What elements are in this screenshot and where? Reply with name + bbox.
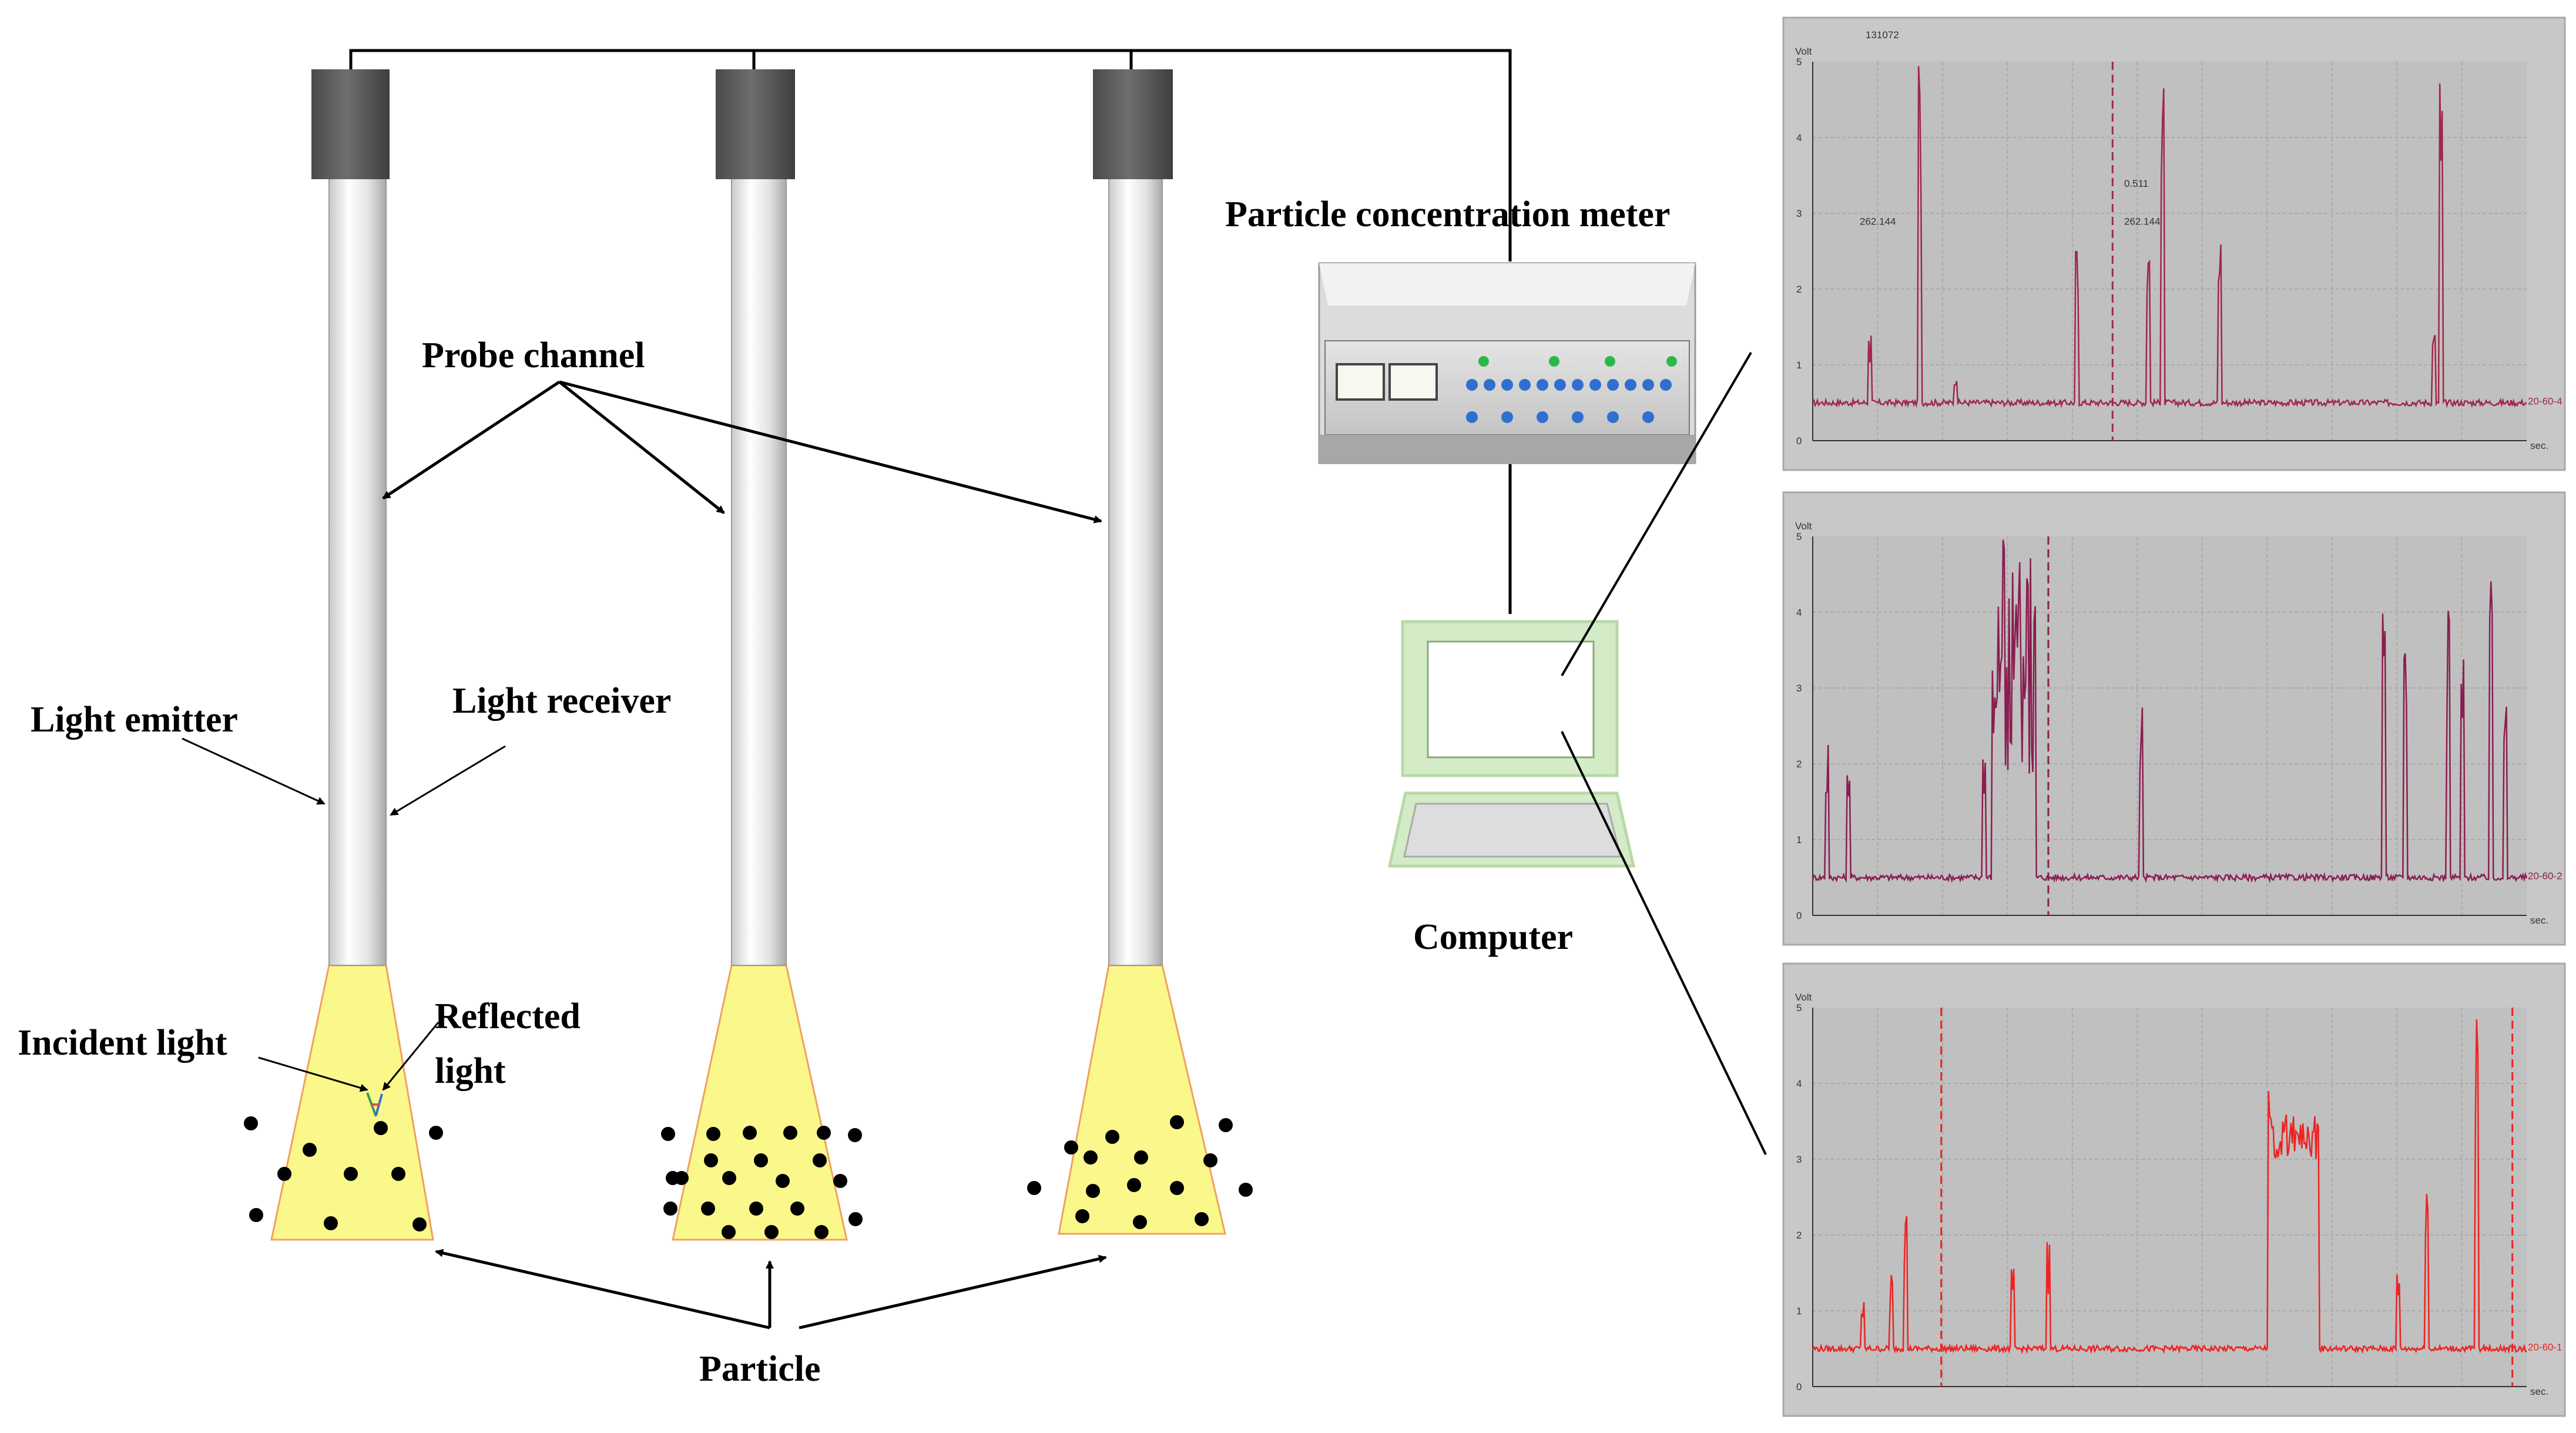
probe-3 bbox=[1058, 69, 1226, 1235]
y-tick-label: 5 bbox=[1796, 56, 1802, 68]
probe-1-tube bbox=[328, 176, 387, 966]
y-tick-label: 2 bbox=[1796, 1230, 1802, 1241]
y-tick-label: 1 bbox=[1796, 360, 1802, 371]
channel-label: 20-60-1 bbox=[2528, 1342, 2562, 1353]
computer-icon bbox=[1387, 620, 1636, 868]
particle-label: Particle bbox=[699, 1349, 821, 1389]
y-tick-label: 0 bbox=[1796, 1381, 1802, 1392]
probe-2-tube bbox=[731, 176, 787, 966]
y-tick-label: 1 bbox=[1796, 1306, 1802, 1317]
probe-2-beam bbox=[672, 964, 848, 1241]
y-tick-label: 0 bbox=[1796, 910, 1802, 921]
light-rays bbox=[366, 1092, 383, 1117]
panel-annotation: 262.144 bbox=[1860, 216, 1896, 227]
pointer-arrows bbox=[382, 380, 1107, 1330]
reflected-light-label-2: light bbox=[435, 1051, 506, 1091]
text-labels: Probe channel Light emitter Light receiv… bbox=[18, 194, 1670, 1389]
y-tick-label: 2 bbox=[1796, 284, 1802, 295]
panel-header: 131072 bbox=[1866, 29, 1899, 41]
particles-probe-1 bbox=[244, 1116, 443, 1231]
signal-trace bbox=[1812, 539, 2528, 884]
y-tick-label: 1 bbox=[1796, 834, 1802, 845]
reflected-light-label-1: Reflected bbox=[435, 996, 581, 1036]
signal-panels: 012345Voltsec.20-60-4131072262.1440.5112… bbox=[1782, 16, 2566, 1417]
channel-label: 20-60-4 bbox=[2528, 396, 2562, 407]
volt-label: Volt bbox=[1795, 46, 1812, 57]
probe-1-beam bbox=[270, 964, 434, 1241]
y-tick-label: 3 bbox=[1796, 208, 1802, 219]
probe-3-cap bbox=[1093, 69, 1173, 179]
y-tick-label: 4 bbox=[1796, 1078, 1802, 1089]
y-tick-label: 4 bbox=[1796, 132, 1802, 143]
y-tick-label: 3 bbox=[1796, 1154, 1802, 1165]
particles-probe-3 bbox=[1027, 1115, 1253, 1229]
meter-connectors bbox=[1466, 379, 1672, 423]
probe-2 bbox=[672, 69, 848, 1241]
meter-indicator-leds bbox=[1478, 356, 1677, 367]
signal-trace bbox=[1812, 66, 2527, 408]
y-tick-label: 0 bbox=[1796, 435, 1802, 447]
probe-2-cap bbox=[716, 69, 795, 179]
y-tick-label: 3 bbox=[1796, 683, 1802, 694]
panel-annotation: 0.511 bbox=[2124, 178, 2148, 189]
volt-label: Volt bbox=[1795, 521, 1812, 532]
y-tick-label: 2 bbox=[1796, 759, 1802, 770]
y-tick-label: 5 bbox=[1796, 531, 1802, 542]
meter-gauge-1 bbox=[1336, 363, 1385, 401]
probe-channel-label: Probe channel bbox=[422, 335, 645, 375]
zoom-lines bbox=[1561, 351, 1767, 1155]
panel-annotation: 262.144 bbox=[2124, 216, 2160, 227]
signal-trace bbox=[1812, 1019, 2527, 1355]
probe-1 bbox=[270, 69, 434, 1241]
sec-label: sec. bbox=[2530, 440, 2548, 451]
meter-label: Particle concentration meter bbox=[1225, 194, 1670, 234]
probe-3-tube bbox=[1108, 176, 1163, 966]
volt-label: Volt bbox=[1795, 992, 1812, 1003]
y-tick-label: 4 bbox=[1796, 607, 1802, 618]
sec-label: sec. bbox=[2530, 1386, 2548, 1397]
light-receiver-label: Light receiver bbox=[452, 681, 671, 721]
incident-light-label: Incident light bbox=[18, 1023, 227, 1063]
probe-3-beam bbox=[1058, 964, 1226, 1235]
probe-1-cap bbox=[311, 69, 390, 179]
meter-gauge-2 bbox=[1388, 363, 1438, 401]
light-emitter-label: Light emitter bbox=[31, 700, 238, 740]
y-tick-label: 5 bbox=[1796, 1002, 1802, 1013]
thin-pointer-arrows bbox=[182, 737, 506, 1092]
channel-label: 20-60-2 bbox=[2528, 871, 2562, 882]
signal-wiring bbox=[349, 49, 1512, 614]
computer-label: Computer bbox=[1413, 917, 1573, 957]
sec-label: sec. bbox=[2530, 915, 2548, 926]
particles-probe-2 bbox=[661, 1126, 863, 1239]
concentration-meter-device bbox=[1318, 262, 1696, 464]
